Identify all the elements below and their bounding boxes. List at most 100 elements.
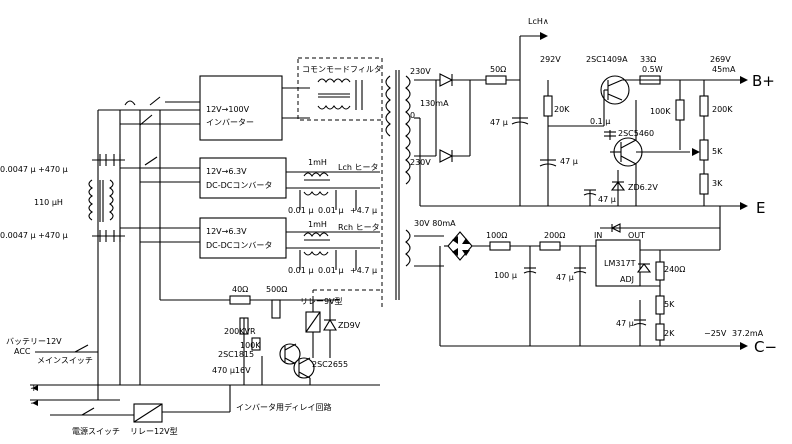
svg-text:269V: 269V — [710, 55, 731, 64]
inverter-block: 12V→100V インバーター — [199, 75, 283, 141]
common-mode-filter: コモンモードフィルタ — [297, 57, 383, 121]
lch-heater-label: Lch ヒータ — [338, 163, 378, 172]
common-mode-filter-label: コモンモードフィルタ — [302, 65, 382, 74]
svg-text:+4.7 μ: +4.7 μ — [350, 266, 377, 275]
svg-text:47 μ: 47 μ — [560, 157, 578, 166]
inductor-1mh-lch: 1mH — [308, 158, 327, 167]
svg-text:2K: 2K — [664, 329, 675, 338]
svg-text:40Ω: 40Ω — [232, 285, 248, 294]
inverter-label-1: 12V→100V — [206, 105, 250, 114]
resistor-40-ohm — [229, 295, 251, 305]
svg-text:−25V: −25V — [704, 329, 727, 338]
svg-text:292V: 292V — [540, 55, 561, 64]
acc-label: ACC — [14, 347, 31, 356]
svg-text:47 μ: 47 μ — [598, 195, 616, 204]
dcdc-converter-block-2: 12V→6.3V DC-DCコンバータ — [199, 217, 287, 259]
resistor-3k — [699, 173, 709, 195]
e-terminal: E — [756, 199, 765, 217]
svg-text:0.5W: 0.5W — [642, 65, 663, 74]
potentiometer-5k-bottom — [655, 295, 665, 315]
b-plus-supply: 50Ω 47 μ LcH∧ 292V 20K 47 μ 2SC1409A 33Ω — [414, 17, 775, 217]
svg-text:230V: 230V — [410, 67, 431, 76]
dcdc-converter-block-1: 12V→6.3V DC-DCコンバータ — [199, 157, 287, 199]
heater-filter-rch: 1mH Rch ヒータ 0.01 μ 0.01 μ +4.7 μ — [286, 220, 380, 275]
svg-text:200Ω: 200Ω — [544, 231, 565, 240]
delay-circuit-label: インバータ用ディレイ回路 — [236, 402, 331, 412]
svg-text:0.01 μ: 0.01 μ — [318, 206, 343, 215]
svg-text:20K: 20K — [554, 105, 570, 114]
svg-text:12V→6.3V: 12V→6.3V — [206, 167, 247, 176]
inverter-label-2: インバーター — [206, 118, 254, 127]
cap-label-top: 0.0047 μ +470 μ — [0, 165, 68, 174]
svg-text:230V: 230V — [410, 158, 431, 167]
svg-text:リレー9V型: リレー9V型 — [300, 297, 343, 306]
svg-text:33Ω: 33Ω — [640, 55, 656, 64]
regulator-lm317t: LM317T IN OUT ADJ — [594, 231, 645, 287]
battery-label: バッテリー12V — [6, 337, 62, 346]
svg-text:100K: 100K — [240, 341, 261, 350]
input-capacitor-bank-bottom — [92, 230, 125, 242]
svg-text:0.1 μ: 0.1 μ — [590, 117, 610, 126]
svg-text:200KVR: 200KVR — [224, 327, 256, 336]
svg-text:47 μ: 47 μ — [556, 273, 574, 282]
input-capacitor-bank-top — [92, 154, 125, 166]
svg-text:500Ω: 500Ω — [266, 285, 287, 294]
svg-text:100 μ: 100 μ — [494, 271, 517, 280]
svg-text:ZD6.2V: ZD6.2V — [628, 183, 658, 192]
lch-output-label: LcH∧ — [528, 17, 549, 26]
svg-text:3K: 3K — [712, 179, 723, 188]
resistor-2k — [655, 323, 665, 341]
resistor-200-ohm — [539, 241, 561, 251]
svg-text:OUT: OUT — [628, 231, 645, 240]
i130-label: 130mA — [420, 99, 449, 108]
svg-text:45mA: 45mA — [712, 65, 736, 74]
v30-label: 30V 80mA — [414, 219, 456, 228]
input-power-section: バッテリー12V ACC メインスイッチ + − 電源スイッチ リレー12V型 — [6, 96, 380, 436]
svg-text:50Ω: 50Ω — [490, 65, 506, 74]
bridge-rectifier — [447, 231, 473, 261]
rch-heater-label: Rch ヒータ — [338, 223, 380, 232]
resistor-500-ohm — [271, 299, 281, 319]
b-plus-terminal: B+ — [752, 72, 775, 90]
resistor-240-ohm — [655, 261, 665, 281]
relay-12v-label: リレー12V型 — [130, 427, 178, 436]
svg-text:ZD9V: ZD9V — [338, 321, 361, 330]
svg-text:DC-DCコンバータ: DC-DCコンバータ — [206, 241, 272, 250]
svg-text:ADJ: ADJ — [620, 275, 634, 284]
cap-label-bottom: 0.0047 μ +470 μ — [0, 231, 68, 240]
c-minus-terminal: C− — [754, 338, 777, 356]
resistor-100k — [675, 99, 685, 121]
svg-text:0.01 μ: 0.01 μ — [288, 206, 313, 215]
svg-text:+4.7 μ: +4.7 μ — [350, 206, 377, 215]
power-switch-label: 電源スイッチ — [72, 427, 120, 436]
svg-text:IN: IN — [594, 231, 602, 240]
zener-diode-9v — [323, 318, 337, 331]
resistor-20k — [543, 95, 553, 117]
resistor-50-ohm — [485, 75, 507, 85]
svg-text:47 μ: 47 μ — [490, 118, 508, 127]
minus-terminal: − — [30, 399, 38, 409]
svg-text:0.01 μ: 0.01 μ — [288, 266, 313, 275]
heater-filter-lch: 1mH Lch ヒータ 0.01 μ 0.01 μ +4.7 μ — [286, 158, 380, 215]
resistor-100-ohm — [489, 241, 511, 251]
svg-text:470 μ16V: 470 μ16V — [212, 366, 251, 375]
input-choke-110uh — [88, 179, 114, 222]
svg-text:100K: 100K — [650, 107, 671, 116]
svg-text:240Ω: 240Ω — [664, 265, 685, 274]
rectifier-diode-1 — [439, 73, 454, 87]
protection-diode-reg — [636, 263, 652, 273]
resistor-200k — [699, 95, 709, 117]
main-switch-icon — [74, 344, 89, 353]
c-minus-supply: 100Ω 200Ω 100 μ 47 μ LM317T IN OUT ADJ 2… — [414, 206, 777, 356]
svg-text:47 μ: 47 μ — [616, 319, 634, 328]
rectifier-diode-2 — [439, 149, 454, 163]
svg-text:100Ω: 100Ω — [486, 231, 507, 240]
svg-text:2SC2655: 2SC2655 — [312, 360, 348, 369]
choke-label: 110 μH — [34, 198, 63, 207]
svg-text:2SC1409A: 2SC1409A — [586, 55, 628, 64]
inverter-delay-circuit: 40Ω 500Ω 200KVR 100K 2SC1815 470 μ16V 2S… — [160, 285, 382, 412]
main-switch-label: メインスイッチ — [37, 356, 93, 365]
svg-text:5K: 5K — [664, 300, 675, 309]
svg-text:0: 0 — [410, 111, 415, 120]
